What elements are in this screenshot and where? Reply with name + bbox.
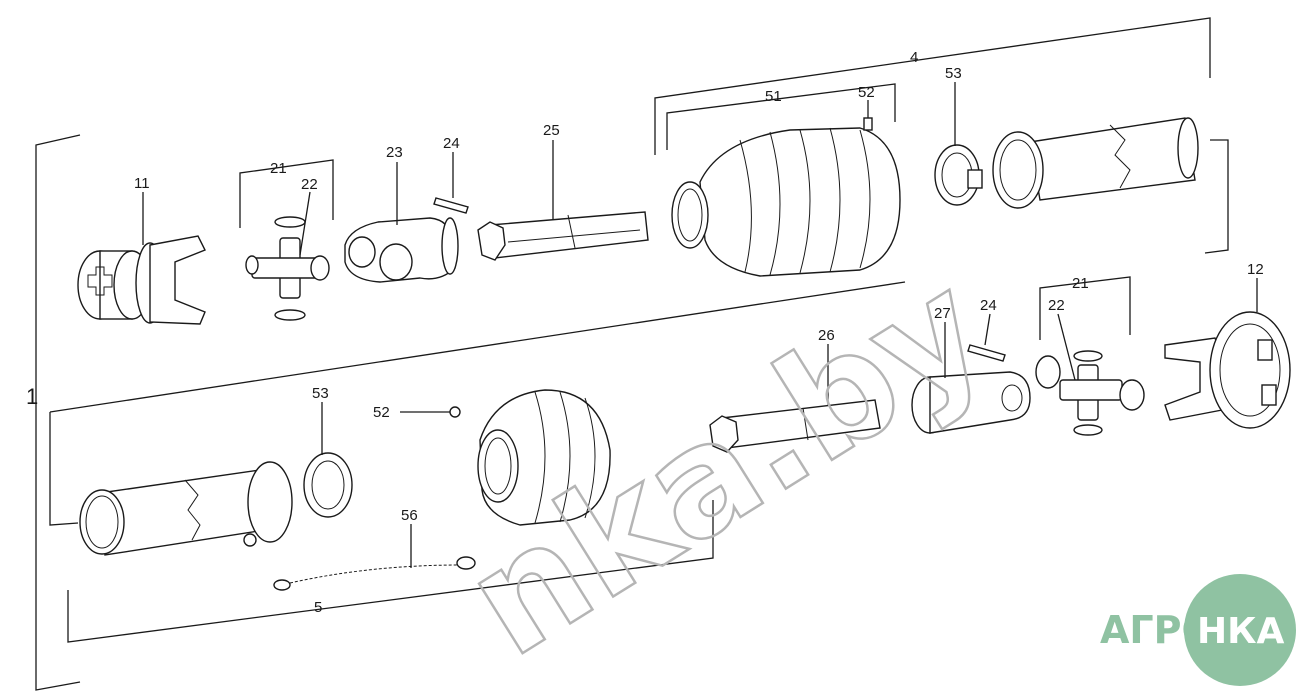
- bracket-group-4: [654, 17, 1229, 254]
- bracket-lower-left: [49, 412, 79, 526]
- part-22-cross-journal-upper: [245, 216, 330, 321]
- bracket-group-21-upper: [239, 159, 334, 228]
- callout-24-upper: 24: [443, 135, 460, 152]
- leader-24-lower: [984, 313, 991, 346]
- part-52-screw-upper: [863, 117, 873, 131]
- leader-22-lower: [1057, 313, 1076, 381]
- bracket-group-21-lower: [1039, 276, 1131, 340]
- part-11-yoke-coupling: [77, 235, 206, 325]
- agronka-logo: АГРО НКА: [1100, 574, 1296, 686]
- part-56-safety-chain: [273, 556, 476, 591]
- leader-22-upper: [299, 191, 311, 256]
- part-27-inner-yoke: [911, 371, 1031, 434]
- callout-4: 4: [910, 49, 918, 66]
- callout-12: 12: [1247, 261, 1264, 278]
- bracket-assembly-1: [35, 134, 81, 691]
- callout-25: 25: [543, 122, 560, 139]
- part-24-pin-lower: [967, 344, 1006, 362]
- part-guard-tube-lower: [79, 461, 293, 556]
- callout-53-lower: 53: [312, 385, 329, 402]
- callout-22-upper: 22: [301, 176, 318, 193]
- part-22-cross-journal-lower: [1035, 350, 1145, 436]
- callout-1: 1: [26, 384, 38, 409]
- callout-22-lower: 22: [1048, 297, 1065, 314]
- bracket-group-51: [666, 83, 896, 150]
- callout-27: 27: [934, 305, 951, 322]
- part-guard-cone-lower: [477, 389, 611, 526]
- bracket-group-5: [67, 500, 714, 643]
- part-12-yoke-guard: [1164, 311, 1291, 429]
- part-53-bearing-ring-lower: [303, 452, 353, 518]
- callout-5: 5: [314, 599, 322, 616]
- part-23-inner-yoke: [344, 217, 459, 283]
- part-25-profile-tube: [477, 211, 649, 261]
- callout-53-upper: 53: [945, 65, 962, 82]
- logo-circle-text: НКА: [1197, 611, 1285, 652]
- callout-21-upper: 21: [270, 160, 287, 177]
- part-26-profile-tube: [709, 399, 881, 453]
- callout-52-upper: 52: [858, 84, 875, 101]
- callout-11: 11: [134, 175, 150, 192]
- callout-52-lower: 52: [373, 404, 390, 421]
- callout-24-lower: 24: [980, 297, 997, 314]
- callout-56: 56: [401, 507, 418, 524]
- callout-26: 26: [818, 327, 835, 344]
- logo-circle: [1184, 574, 1296, 686]
- callout-21-lower: 21: [1072, 275, 1089, 292]
- part-guard-tube-upper: [992, 117, 1199, 209]
- part-51-guard-cone: [671, 127, 901, 277]
- callout-23: 23: [386, 144, 403, 161]
- divider-line: [49, 281, 906, 413]
- part-52-screw-lower: [449, 406, 461, 418]
- part-24-pin-upper: [433, 197, 469, 214]
- callout-51: 51: [765, 88, 782, 105]
- part-53-bearing-ring-upper: [934, 144, 983, 206]
